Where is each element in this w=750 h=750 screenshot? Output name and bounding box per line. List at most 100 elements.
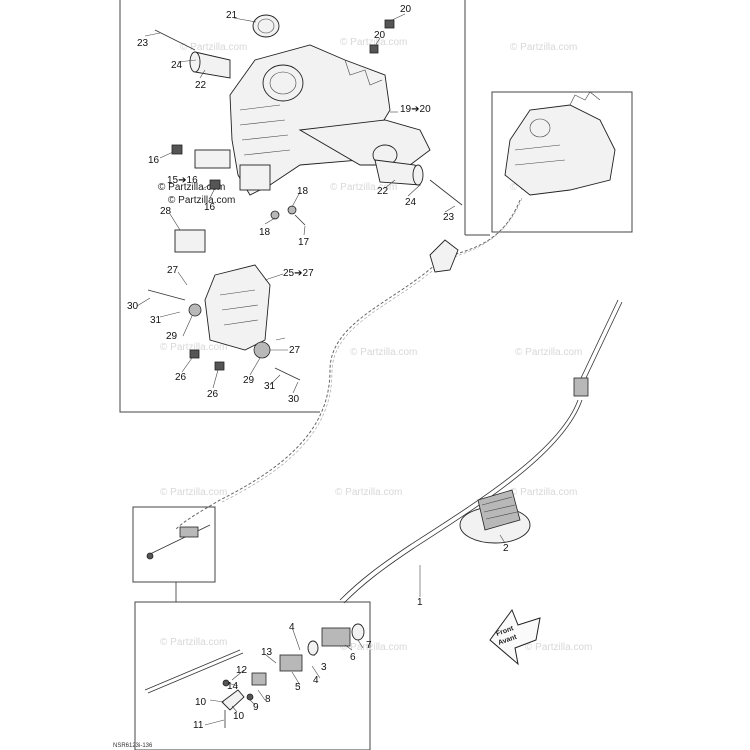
label-1: 1 <box>417 597 423 608</box>
label-11: 11 <box>193 720 204 731</box>
part-3-washer <box>307 640 319 656</box>
part-26-clip-a <box>189 349 200 359</box>
label-20-a: 20 <box>400 4 412 15</box>
cable-grommet <box>429 239 459 273</box>
label-15-16: 15➔16 <box>167 175 198 186</box>
part-2-boot <box>459 489 531 544</box>
label-6: 6 <box>350 652 356 663</box>
label-25-27: 25➔27 <box>283 268 314 279</box>
assembled-gearbox <box>504 91 616 196</box>
label-30-b: 30 <box>288 394 300 405</box>
label-21: 21 <box>226 10 238 21</box>
label-7: 7 <box>366 640 372 651</box>
label-4-a: 4 <box>289 622 295 633</box>
label-10-b: 10 <box>233 711 245 722</box>
label-31-b: 31 <box>264 381 276 392</box>
shift-rod <box>339 299 623 604</box>
svg-text:© Partzilla.com: © Partzilla.com <box>525 642 592 653</box>
part-18-washers <box>270 205 306 226</box>
part-30-bolt-left <box>147 289 186 301</box>
label-22-a: 22 <box>195 80 207 91</box>
svg-text:© Partzilla.com: © Partzilla.com <box>515 347 582 358</box>
label-30-a: 30 <box>127 301 139 312</box>
part-25-module <box>174 229 271 351</box>
svg-text:© Partzilla.com: © Partzilla.com <box>160 342 227 353</box>
part-30-bolt-right <box>274 367 301 381</box>
label-2: 2 <box>503 543 509 554</box>
part-5-collar <box>279 654 303 672</box>
svg-text:© Partzilla.com: © Partzilla.com <box>160 487 227 498</box>
lower-cable-assembly <box>144 649 244 694</box>
label-22-b: 22 <box>377 186 389 197</box>
leader-lines <box>136 13 506 726</box>
shift-cable-path <box>174 199 521 531</box>
svg-text:© Partzilla.com: © Partzilla.com <box>158 182 225 193</box>
part-29-gear-left <box>188 303 202 317</box>
part-22-sleeve-upper <box>189 51 231 79</box>
label-23-a: 23 <box>137 38 149 49</box>
part-26-clip-b <box>214 361 225 371</box>
svg-text:© Partzilla.com: © Partzilla.com <box>510 487 577 498</box>
label-12: 12 <box>236 665 248 676</box>
label-9: 9 <box>253 702 259 713</box>
detail-box-cable-end <box>132 506 216 583</box>
svg-text:© Partzilla.com: © Partzilla.com <box>510 42 577 53</box>
label-29-a: 29 <box>166 331 178 342</box>
cable-end-assembly <box>146 524 211 560</box>
label-10-a: 10 <box>195 697 207 708</box>
label-19-20: 19➔20 <box>400 104 431 115</box>
part-16-connector <box>171 144 231 190</box>
svg-text:© Partzilla.com: © Partzilla.com <box>335 487 402 498</box>
svg-text:© Partzilla.com: © Partzilla.com <box>160 637 227 648</box>
part-23-bolt-lower <box>429 179 463 206</box>
label-24-a: 24 <box>171 60 183 71</box>
main-housing <box>229 44 431 196</box>
label-18-a: 18 <box>297 186 309 197</box>
watermarks: © Partzilla.com © Partzilla.com © Partzi… <box>158 37 592 653</box>
svg-text:© Partzilla.com: © Partzilla.com <box>330 182 397 193</box>
label-29-b: 29 <box>243 375 255 386</box>
detail-box-lower <box>134 601 371 750</box>
svg-text:© Partzilla.com: © Partzilla.com <box>340 37 407 48</box>
detail-box-upper <box>119 0 633 413</box>
label-16-a: 16 <box>148 155 160 166</box>
label-26-a: 26 <box>175 372 187 383</box>
part-21-ring <box>252 14 280 38</box>
part-labels: 21 20 23 20 24 22 19➔20 16 15➔16 16 18 2… <box>127 4 509 731</box>
part-23-bolt-upper <box>154 29 196 51</box>
label-8: 8 <box>265 694 271 705</box>
part-20-clip-lower <box>369 44 379 54</box>
label-13: 13 <box>261 647 273 658</box>
label-24-b: 24 <box>405 197 417 208</box>
part-10-rod-end <box>221 689 245 711</box>
label-27-a: 27 <box>167 265 179 276</box>
front-direction-arrow: Front Avant <box>489 608 541 666</box>
part-22-sleeve-lower <box>374 159 424 186</box>
label-26-b: 26 <box>207 389 219 400</box>
label-14: 14 <box>227 681 239 692</box>
svg-text:© Partzilla.com: © Partzilla.com <box>168 195 235 206</box>
svg-text:© Partzilla.com: © Partzilla.com <box>180 42 247 53</box>
label-16-b: 16 <box>204 202 216 213</box>
reference-code: NSR6123i-136 <box>113 743 153 749</box>
label-20-b: 20 <box>374 30 386 41</box>
label-18-b: 18 <box>259 227 271 238</box>
label-31-a: 31 <box>150 315 162 326</box>
label-17: 17 <box>298 237 310 248</box>
part-20-clip-upper <box>384 19 395 29</box>
label-3: 3 <box>321 662 327 673</box>
label-4-b: 4 <box>313 675 319 686</box>
part-6-barrel <box>321 627 351 647</box>
label-27-b: 27 <box>289 345 301 356</box>
part-9-nut <box>246 693 254 701</box>
label-28: 28 <box>160 206 172 217</box>
label-5: 5 <box>295 682 301 693</box>
part-29-gear-right <box>253 341 271 359</box>
label-23-b: 23 <box>443 212 455 223</box>
part-7-ring <box>351 623 365 641</box>
svg-text:© Partzilla.com: © Partzilla.com <box>350 347 417 358</box>
svg-text:© Partzilla.com: © Partzilla.com <box>340 642 407 653</box>
part-8-ferrule <box>251 672 267 686</box>
